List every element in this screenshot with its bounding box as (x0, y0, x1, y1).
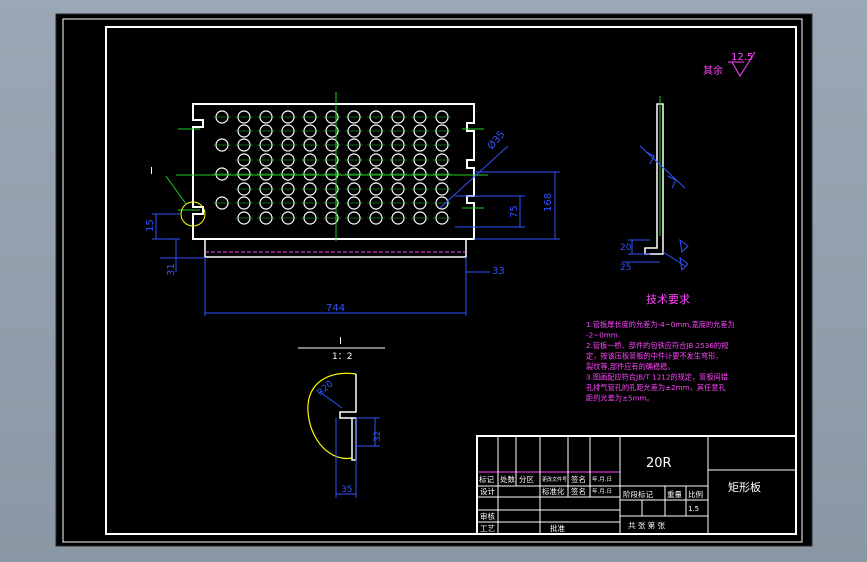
tb-change-doc: 更改文件号 (542, 476, 567, 483)
detail-scale: 1：2 (332, 352, 352, 362)
roughness-value: 12.5 (731, 52, 753, 63)
centerlines (176, 92, 488, 241)
tb-sheets: 共 张 第 张 (628, 520, 666, 530)
detail-callout-circle (180, 201, 206, 227)
tb-sign: 签名 (571, 474, 586, 484)
title-block-texts: 20R 矩形板 标记 处数 分区 更改文件号 签名 年.月.日 设计 标准化 签… (479, 456, 761, 533)
tb-part-name: 矩形板 (728, 480, 761, 494)
tb-date2: 年.月.日 (592, 487, 612, 495)
dim-height-overall: 168 (543, 193, 554, 212)
detail-callout-mark: I (150, 166, 153, 177)
dim-right-offset: 33 (492, 266, 505, 277)
tb-weight: 重量 (667, 490, 682, 499)
dim-height-partial: 75 (509, 205, 520, 218)
tech-notes: 1.管板厚长度的允差为-4~0mm,宽度的允差为 -2~0mm.2.管板一桥、部… (586, 320, 735, 403)
tube-holes (213, 110, 451, 225)
tb-design: 设计 (480, 486, 495, 496)
model-space (55, 13, 813, 547)
tb-check: 审核 (480, 511, 495, 521)
side-view: 20 25 (620, 96, 689, 273)
dim-slot-left: 15 (145, 219, 156, 232)
dim-width: 744 (326, 303, 345, 314)
tb-process: 工艺 (480, 524, 495, 533)
roughness-symbol: 其余 12.5 (703, 51, 756, 77)
dim-detail-width: 35 (341, 485, 352, 495)
tb-zone: 分区 (519, 475, 534, 484)
tech-note-line: 2.管板一桥、部件的包铁应符合JB 2536的规 (586, 341, 728, 350)
detail-profile (339, 374, 357, 461)
tb-count: 处数 (500, 474, 515, 484)
plate-outline (192, 103, 475, 240)
tech-note-line: -2~0mm. (586, 331, 620, 340)
tb-stage: 阶段标记 (623, 489, 653, 499)
tech-note-line: 孔排气管孔的孔距允差为±2mm，其任意孔 (586, 383, 726, 392)
main-dimensions (152, 145, 560, 316)
tb-approve: 批准 (550, 523, 565, 533)
paper-inner-frame (105, 26, 797, 535)
tech-note-line: 3.图画配应符合JB/T 1212的规定，管板间错 (586, 373, 728, 382)
roughness-prefix: 其余 (703, 64, 723, 77)
tb-sign2: 签名 (571, 486, 586, 496)
detail-break-outline (307, 372, 357, 459)
title-block (476, 435, 797, 535)
tech-note-line: 距的允差为±5mm。 (586, 394, 654, 403)
tb-mark: 标记 (479, 474, 494, 484)
tech-note-line: 1.管板厚长度的允差为-4~0mm,宽度的允差为 (586, 320, 735, 329)
technical-requirements: 技术要求 1.管板厚长度的允差为-4~0mm,宽度的允差为 -2~0mm.2.管… (586, 293, 735, 403)
tb-standard: 标准化 (542, 486, 565, 496)
tech-title: 技术要求 (646, 293, 690, 306)
dim-bottom-offset: 31 (166, 263, 177, 276)
tb-scale: 1.5 (688, 505, 699, 513)
main-view: I (150, 92, 488, 258)
detail-label: I (339, 336, 342, 347)
tech-note-line: 定，按该压板管板的中件计要不发生弯形， (586, 352, 723, 361)
tech-note-line: 裂纹等,部件应有的确稳稳。 (586, 362, 675, 371)
tb-material: 20R (646, 456, 672, 471)
dim-side-upper: 20 (620, 243, 632, 253)
tb-date: 年.月.日 (592, 475, 612, 483)
dim-side-lower: 25 (620, 263, 631, 273)
tb-ratio: 比例 (688, 489, 703, 499)
paper-outer-frame (62, 18, 803, 543)
dim-detail-depth: 32 (373, 431, 383, 442)
